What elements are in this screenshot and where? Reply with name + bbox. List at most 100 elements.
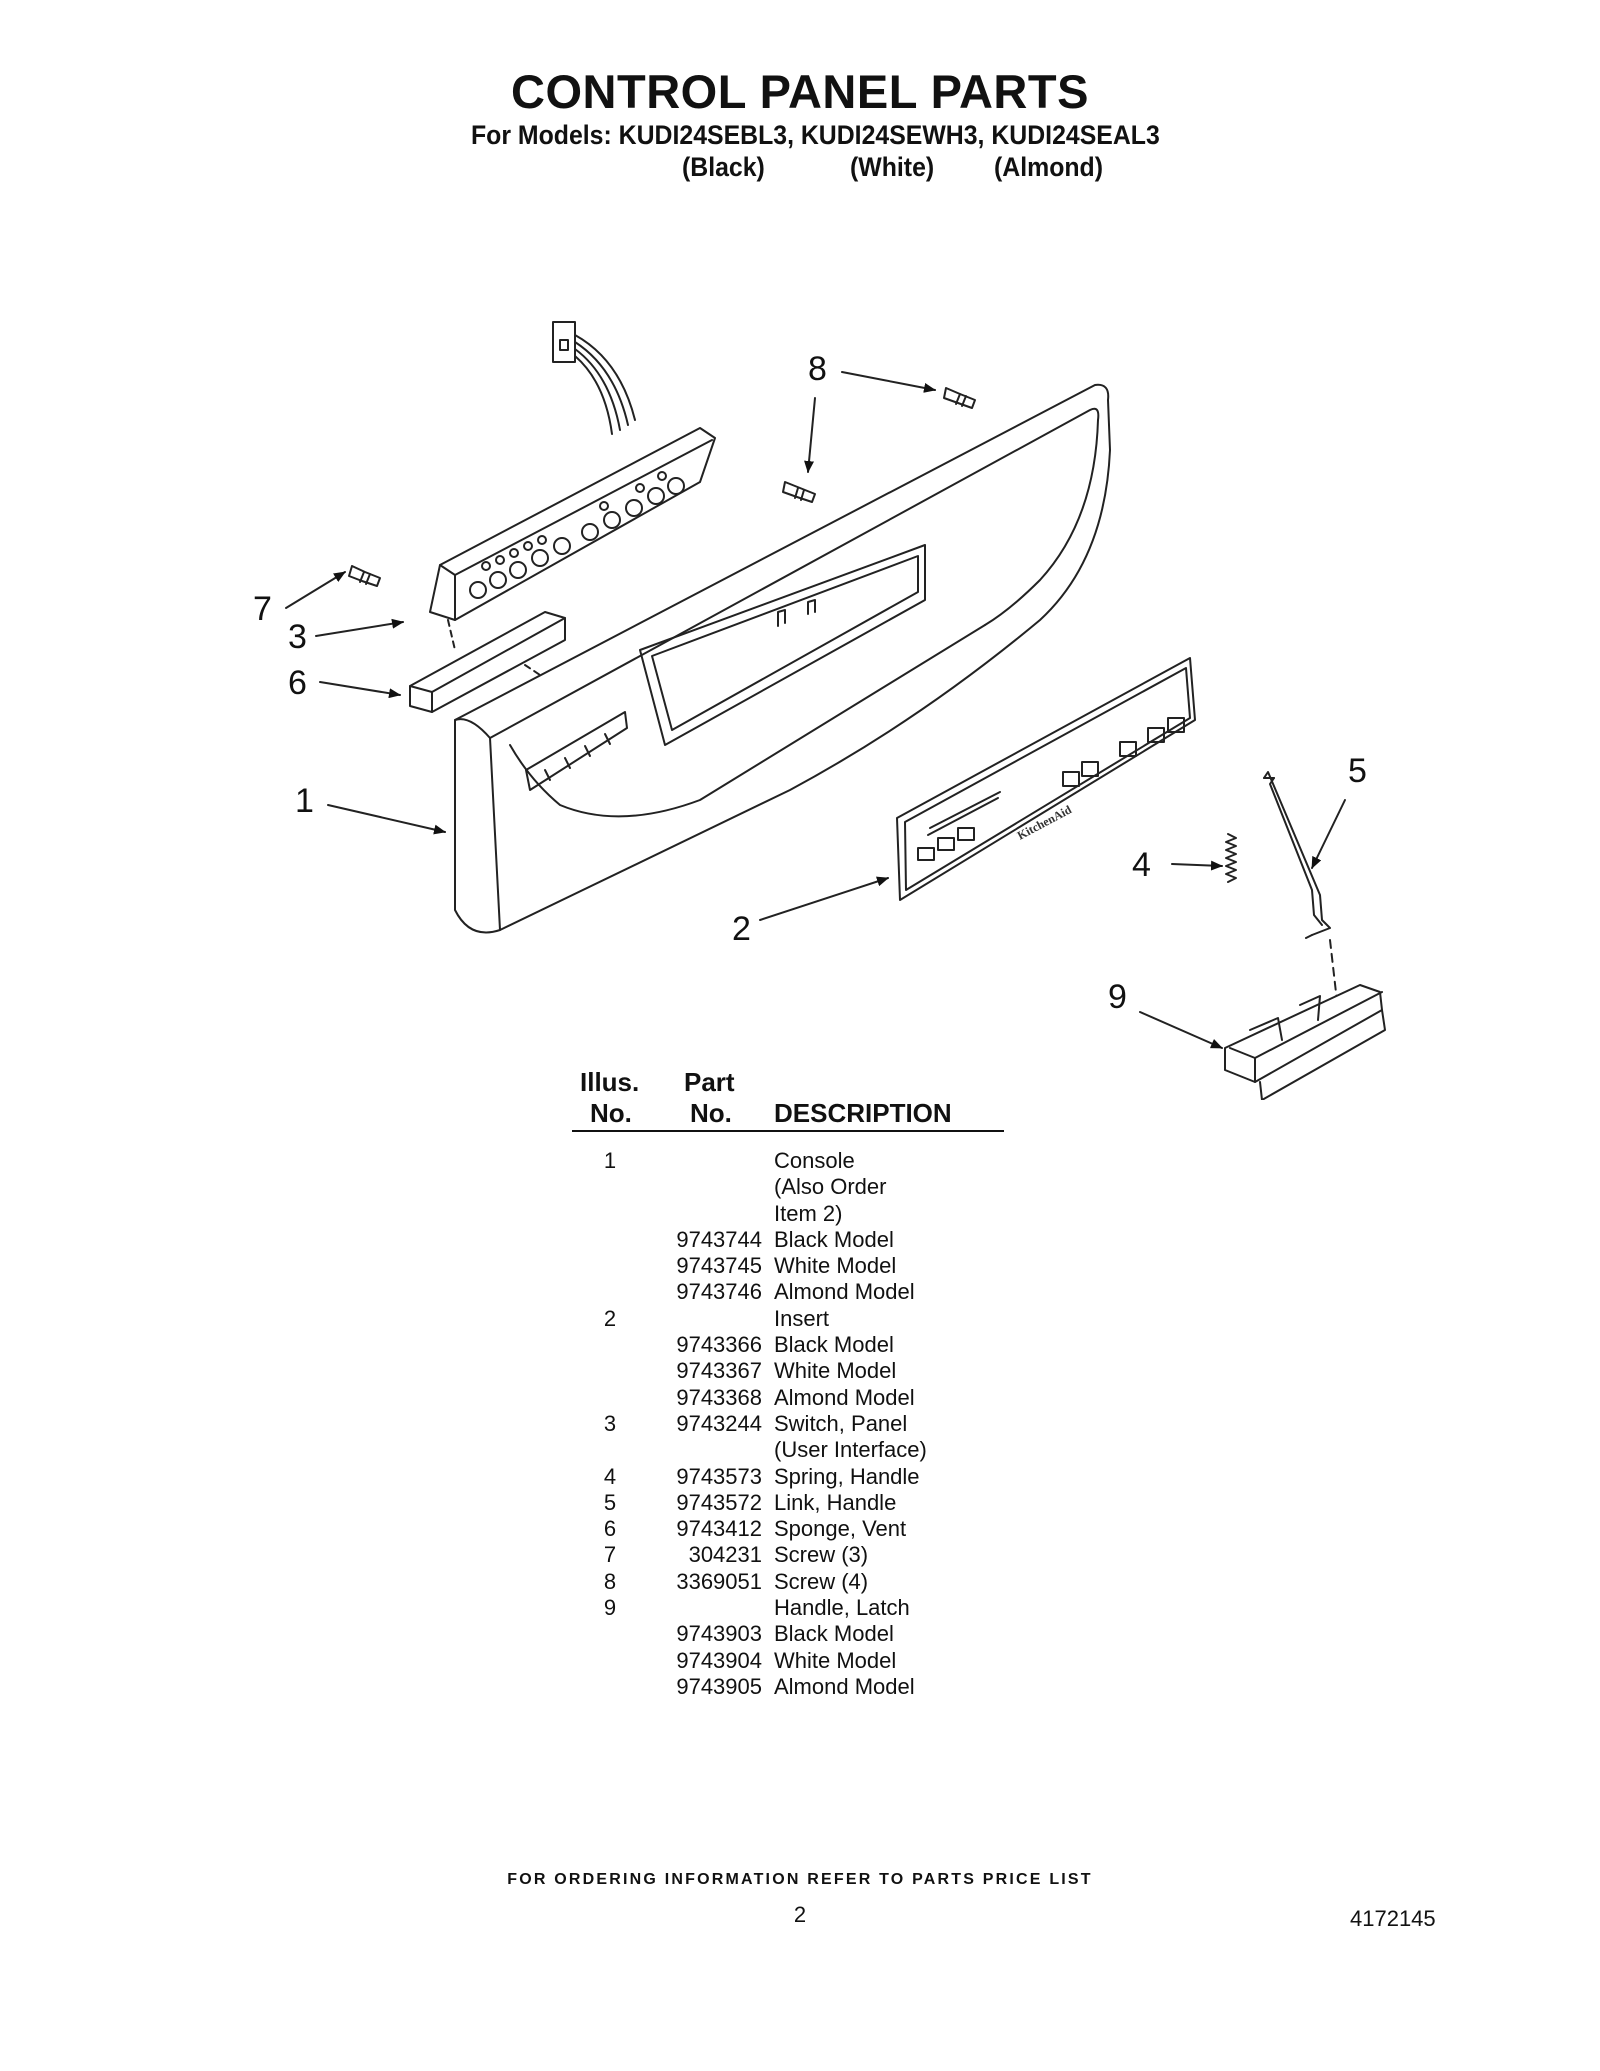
- variant-white: (White): [850, 152, 935, 182]
- illus-no: 1: [603, 1148, 617, 1173]
- callout-7: 7: [253, 590, 272, 628]
- part-no: 9743367: [676, 1358, 762, 1384]
- table-row: 9743744 Black Model: [560, 1227, 1000, 1253]
- illus-no: 5: [603, 1489, 617, 1515]
- callout-5: 5: [1348, 752, 1367, 790]
- part-description: Sponge, Vent: [774, 1516, 907, 1542]
- table-row: 9743746 Almond Model: [560, 1279, 1000, 1305]
- part-no: 9743573: [676, 1463, 762, 1489]
- part-description: Item 2): [774, 1200, 843, 1226]
- part-no: 9743905: [676, 1673, 762, 1699]
- sponge-vent-part: [409, 611, 566, 713]
- table-row: 9743745 White Model: [560, 1253, 1000, 1279]
- part-no: 9743904: [676, 1647, 762, 1673]
- page-title: CONTROL PANEL PARTS: [511, 65, 1089, 118]
- part-description: (Also Order: [774, 1174, 887, 1200]
- table-row: 2 Insert: [560, 1306, 1000, 1332]
- table-row: 9743367 White Model: [560, 1358, 1000, 1384]
- part-description: Almond Model: [774, 1673, 915, 1699]
- table-row: 9743368 Almond Model: [560, 1385, 1000, 1411]
- part-no: 3369051: [676, 1568, 762, 1594]
- callout-2: 2: [732, 910, 751, 948]
- illus-no: 4: [603, 1463, 617, 1489]
- ordering-note: FOR ORDERING INFORMATION REFER TO PARTS …: [507, 1871, 1093, 1888]
- part-description: Screw (4): [774, 1568, 869, 1594]
- part-description: Screw (3): [774, 1542, 869, 1568]
- part-no: 9743244: [676, 1410, 762, 1436]
- variant-almond: (Almond): [994, 152, 1103, 182]
- part-no: 304231: [688, 1542, 762, 1568]
- console-part: [454, 383, 1111, 934]
- part-no: 9743903: [676, 1621, 762, 1647]
- part-description: White Model: [774, 1358, 897, 1384]
- variant-black: (Black): [682, 152, 765, 182]
- insert-part: KitchenAid: [896, 657, 1196, 901]
- part-description: Handle, Latch: [774, 1595, 910, 1621]
- part-no: 9743368: [676, 1384, 762, 1410]
- part-no: 9743412: [676, 1516, 762, 1542]
- part-description: Black Model: [774, 1226, 894, 1252]
- part-description: Black Model: [774, 1332, 894, 1358]
- part-description: Insert: [774, 1305, 830, 1331]
- part-no: 9743366: [676, 1332, 762, 1358]
- illus-no: 8: [603, 1568, 617, 1594]
- table-row: 1 Console: [560, 1148, 1000, 1174]
- part-description: Almond Model: [774, 1279, 915, 1305]
- illus-no: 3: [603, 1410, 617, 1436]
- table-header-rule: [572, 1130, 1004, 1132]
- screw-8a: [943, 387, 976, 409]
- page-number: 2: [793, 1902, 807, 1927]
- part-no: 9743572: [676, 1489, 762, 1515]
- callout-9: 9: [1108, 978, 1127, 1016]
- table-row: 4 9743573 Spring, Handle: [560, 1464, 1000, 1490]
- screw-8b: [782, 481, 816, 503]
- models-line: For Models: KUDI24SEBL3, KUDI24SEWH3, KU…: [471, 120, 1160, 150]
- document-number: 4172145: [1350, 1906, 1436, 1931]
- latch-handle-part: [1224, 984, 1386, 1100]
- part-description: White Model: [774, 1647, 897, 1673]
- col-part-line1: Part: [684, 1067, 735, 1097]
- part-no: 9743745: [676, 1253, 762, 1279]
- table-row: (Also Order: [560, 1174, 1000, 1200]
- part-description: (User Interface): [774, 1437, 927, 1463]
- table-row: 9 Handle, Latch: [560, 1595, 1000, 1621]
- col-illus-line2: No.: [590, 1098, 632, 1128]
- table-row: (User Interface): [560, 1437, 1000, 1463]
- part-description: Black Model: [774, 1621, 894, 1647]
- illus-no: 2: [603, 1305, 617, 1331]
- callout-3: 3: [288, 618, 307, 656]
- switch-panel-part: [429, 321, 716, 621]
- table-row: 7 304231 Screw (3): [560, 1542, 1000, 1568]
- table-row: 3 9743244 Switch, Panel: [560, 1411, 1000, 1437]
- link-handle-part: [1263, 771, 1339, 1011]
- part-no: 9743744: [676, 1226, 762, 1252]
- illus-no: 9: [603, 1595, 617, 1621]
- table-row: 9743904 White Model: [560, 1648, 1000, 1674]
- callout-1: 1: [295, 782, 314, 820]
- parts-diagram: KitchenAid: [253, 321, 1386, 1100]
- table-row: Item 2): [560, 1201, 1000, 1227]
- callout-8: 8: [808, 350, 827, 388]
- part-no: 9743746: [676, 1279, 762, 1305]
- part-description: Console: [774, 1148, 855, 1173]
- table-row: 9743366 Black Model: [560, 1332, 1000, 1358]
- table-row: 8 3369051 Screw (4): [560, 1569, 1000, 1595]
- screw-7: [348, 565, 381, 587]
- spring-part: [1225, 833, 1237, 883]
- callout-4: 4: [1132, 846, 1151, 884]
- part-description: Almond Model: [774, 1384, 915, 1410]
- part-description: White Model: [774, 1253, 897, 1279]
- callout-6: 6: [288, 664, 307, 702]
- part-description: Switch, Panel: [774, 1410, 908, 1436]
- table-row: 9743903 Black Model: [560, 1621, 1000, 1647]
- part-description: Spring, Handle: [774, 1463, 920, 1489]
- col-description: DESCRIPTION: [774, 1098, 952, 1128]
- part-description: Link, Handle: [774, 1489, 897, 1515]
- col-illus-line1: Illus.: [580, 1067, 640, 1097]
- table-row: 9743905 Almond Model: [560, 1674, 1000, 1700]
- illus-no: 7: [603, 1542, 617, 1568]
- col-part-line2: No.: [690, 1098, 732, 1128]
- table-row: 5 9743572 Link, Handle: [560, 1490, 1000, 1516]
